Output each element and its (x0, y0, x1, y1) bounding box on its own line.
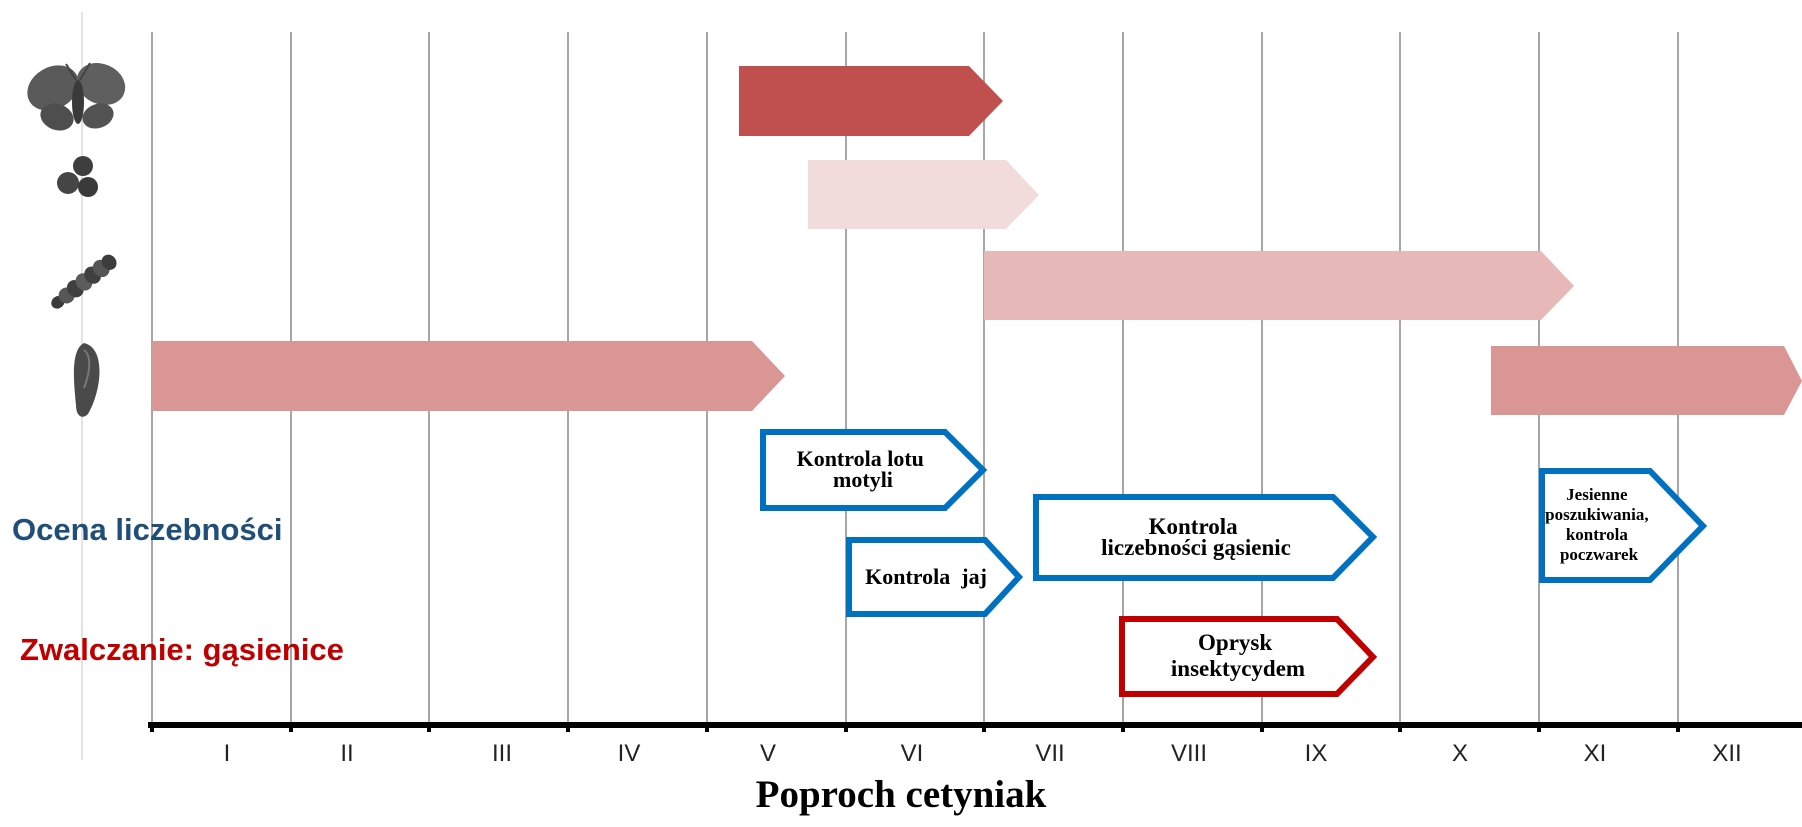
activity-boxes: Kontrola lotu motyli Kontrola jaj Kontro… (760, 429, 1708, 697)
month-label-III: III (492, 740, 512, 767)
pupa-bar-autumn (1491, 346, 1802, 415)
month-label-VI: VI (901, 740, 924, 767)
box-jesienne-poszukiwania-shape (1539, 468, 1708, 583)
month-label-IV: IV (618, 740, 641, 767)
month-label-VIII: VIII (1171, 740, 1207, 767)
box-kontrola-lotu-motyli-shape (760, 429, 988, 511)
egg-bar (808, 160, 1039, 229)
month-label-I: I (224, 740, 231, 767)
box-jesienne-poszukiwania-text: Jesienne poszukiwania, kontrola poczware… (1545, 485, 1653, 564)
month-label-XI: XI (1584, 740, 1607, 767)
box-kontrola-liczebnosci-gasienic-shape (1033, 494, 1378, 581)
month-label-XII: XII (1712, 740, 1741, 767)
pupa-bar-spring (152, 341, 785, 411)
pupa-icon (73, 343, 100, 417)
box-kontrola-jaj-text: Kontrola jaj (865, 564, 987, 589)
caterpillar-icon (51, 254, 117, 309)
month-label-V: V (760, 740, 776, 767)
moth-bar (739, 66, 1003, 136)
month-label-II: II (340, 740, 353, 767)
month-label-IX: IX (1305, 740, 1328, 767)
monitoring-label: Ocena liczebności (12, 512, 283, 547)
stage-bars (152, 66, 1802, 415)
month-label-X: X (1452, 740, 1468, 767)
box-kontrola-lotu-motyli-text: Kontrola lotu motyli (797, 446, 930, 492)
caterpillar-bar (984, 251, 1574, 320)
axis-ticks (150, 722, 1680, 732)
stage-icons (27, 62, 126, 417)
diagram-title: Poproch cetyniak (755, 773, 1047, 816)
month-label-VII: VII (1035, 740, 1064, 767)
eggs-icon (57, 156, 98, 197)
control-label: Zwalczanie: gąsienice (20, 632, 344, 667)
box-kontrola-jaj-shape (846, 537, 1024, 617)
box-oprysk-insektycydem-text: Oprysk insektycydem (1171, 630, 1305, 681)
moth-icon (27, 62, 126, 131)
box-oprysk-insektycydem-shape (1119, 616, 1378, 697)
box-kontrola-liczebnosci-gasienic-text: Kontrola liczebności gąsienic (1101, 514, 1291, 560)
